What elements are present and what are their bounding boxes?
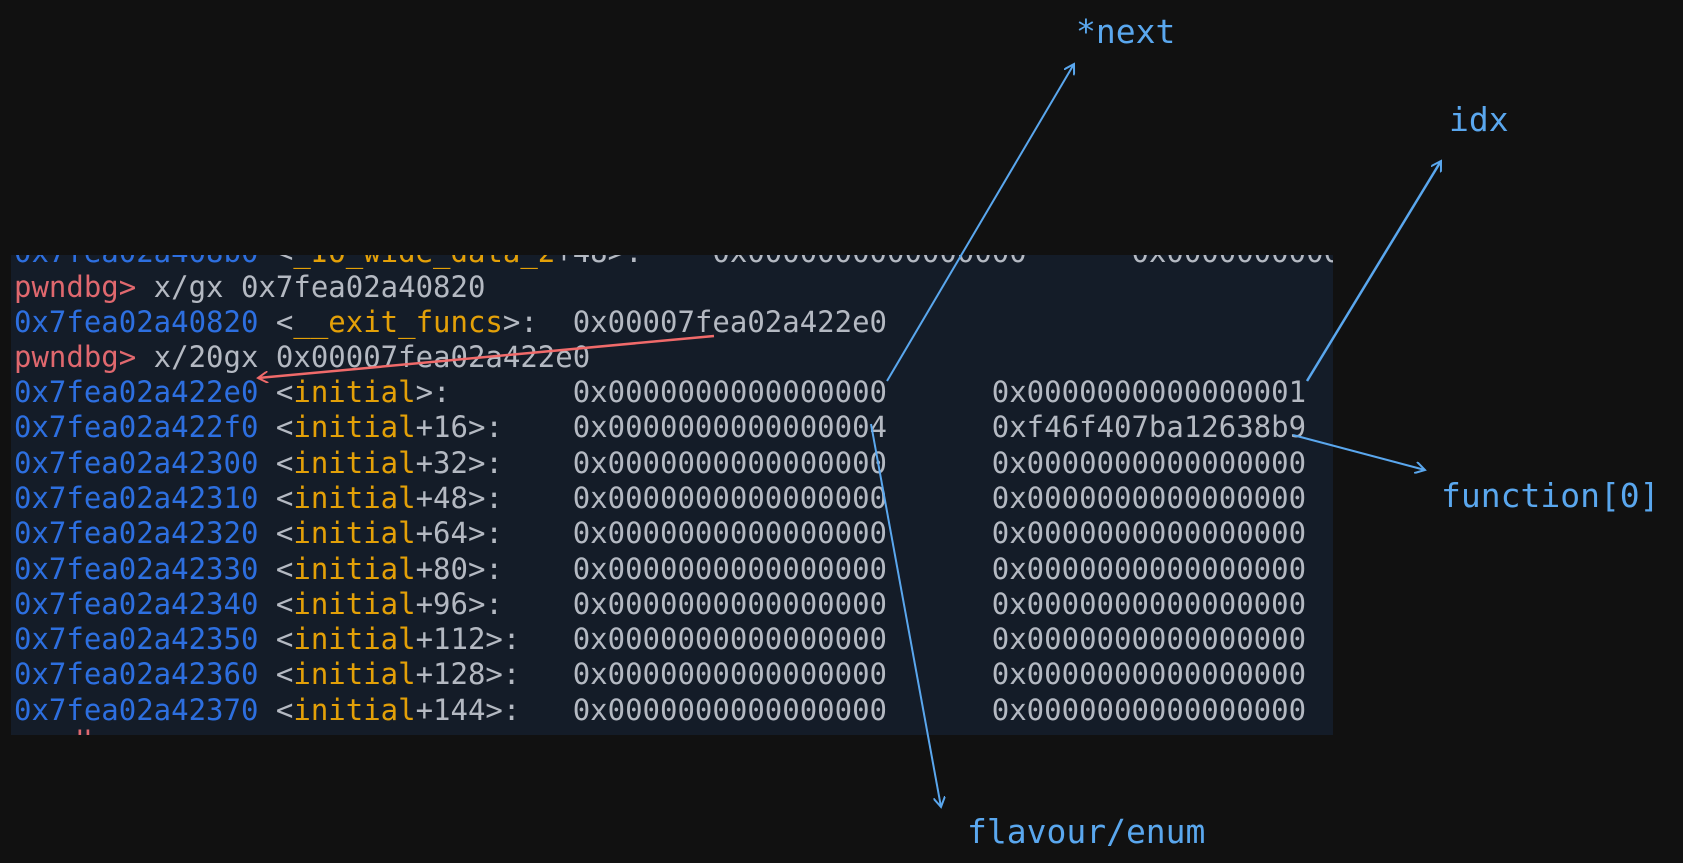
command: x/20gx 0x00007fea02a422e0 — [136, 340, 591, 374]
annotation-function: function[0] — [1441, 476, 1660, 515]
command-line: pwndbg> x/20gx 0x00007fea02a422e0 — [14, 340, 590, 375]
value: 0x0000000000000000 — [991, 586, 1307, 621]
value: 0x0000000000000000 — [991, 657, 1307, 692]
address: 0x7fea02a42330 — [14, 551, 259, 586]
memory-row: 0x7fea02a422e0 <initial>: 0x000000000000… — [14, 375, 1307, 409]
value: 0x0000000000000000 — [991, 551, 1307, 586]
address: 0x7fea02a422e0 — [14, 375, 259, 409]
offset: +48>: — [415, 480, 573, 515]
address: 0x7fea02a42350 — [14, 622, 259, 657]
offset: +128>: — [415, 657, 573, 692]
value: 0x0000000000000000 — [572, 480, 887, 515]
memory-row: 0x7fea02a422f0 <initial+16>: 0x000000000… — [14, 410, 1307, 445]
symbol: initial — [293, 445, 416, 480]
symbol-rest: +48>: — [555, 255, 642, 269]
terminal-line: 0x7fea02a40820 <__exit_funcs>: 0x00007fe… — [14, 305, 887, 339]
symbol-open: < — [258, 255, 293, 269]
command: x/gx 0x7fea02a40820 — [136, 270, 486, 304]
value: 0x0000000000000000 — [991, 516, 1307, 551]
prompt: pwndbg> — [14, 270, 137, 304]
prompt: pwndbg> — [14, 340, 137, 374]
address: 0x7fea02a40820 — [14, 305, 259, 339]
value: 0x0000000000000000 — [572, 375, 887, 409]
value: 0x0000000000000000 — [991, 480, 1307, 515]
value: 0x0000000000000000 — [712, 255, 1026, 269]
symbol: initial — [293, 692, 416, 727]
value: 0x0000000000000000 — [572, 516, 887, 551]
symbol: initial — [293, 657, 416, 692]
annotation-flavour: flavour/enum — [967, 812, 1206, 851]
symbol: __exit_funcs — [293, 305, 503, 339]
arrow-function — [1292, 434, 1425, 470]
command-line: pwndbg> x/gx 0x7fea02a40820 — [14, 270, 485, 305]
address: 0x7fea02a42320 — [14, 516, 259, 551]
offset: +96>: — [415, 586, 573, 621]
memory-row: 0x7fea02a42360 <initial+128>: 0x00000000… — [14, 657, 1307, 692]
offset: +32>: — [415, 445, 573, 480]
arrow-red-pointer — [258, 334, 715, 378]
terminal-line-partial: 0x7fea02a408b0 <_IO_wide_data_2+48>: 0x0… — [14, 255, 1333, 270]
memory-row: 0x7fea02a42340 <initial+96>: 0x000000000… — [14, 586, 1307, 621]
value: 0x0000000000000000 — [991, 445, 1307, 480]
symbol: _IO_wide_data_2 — [293, 255, 555, 269]
value: 0x0000000000000000 — [572, 657, 887, 692]
arrow-flavour — [870, 423, 941, 807]
value: 0x0000000000000001 — [991, 375, 1307, 409]
annotation-next: *next — [1076, 12, 1176, 51]
value: 0x00007fea02a422e0 — [572, 305, 887, 339]
value: 0x0000000000000000 — [572, 586, 887, 621]
offset: >: — [415, 375, 573, 409]
annotation-idx: idx — [1449, 100, 1509, 139]
address: 0x7fea02a422f0 — [14, 410, 259, 445]
arrow-idx — [1305, 161, 1443, 382]
offset: +144>: — [415, 692, 573, 727]
value: 0xf46f407ba12638b9 — [991, 410, 1307, 445]
value: 0x0000000000000000 — [991, 622, 1307, 657]
symbol: initial — [293, 586, 416, 621]
value: 0x0000000000000000 — [1131, 255, 1333, 269]
value: 0x0000000000000000 — [572, 551, 887, 586]
offset: +112>: — [415, 622, 573, 657]
value: 0x0000000000000004 — [572, 410, 887, 445]
address: 0x7fea02a42300 — [14, 445, 259, 480]
memory-row: 0x7fea02a42350 <initial+112>: 0x00000000… — [14, 622, 1307, 657]
symbol: initial — [293, 480, 416, 515]
address: 0x7fea02a408b0 — [14, 255, 258, 269]
value: 0x0000000000000000 — [991, 692, 1307, 727]
value: 0x0000000000000000 — [572, 622, 887, 657]
arrow-next — [886, 64, 1074, 382]
offset: +64>: — [415, 516, 573, 551]
symbol: initial — [293, 516, 416, 551]
address: 0x7fea02a42310 — [14, 480, 259, 515]
symbol: initial — [293, 622, 416, 657]
offset: +16>: — [415, 410, 573, 445]
symbol: initial — [293, 551, 416, 586]
value: 0x0000000000000000 — [572, 445, 887, 480]
memory-row: 0x7fea02a42320 <initial+64>: 0x000000000… — [14, 516, 1307, 551]
terminal-line-partial: pwndbg> — [14, 725, 136, 735]
address: 0x7fea02a42340 — [14, 586, 259, 621]
address: 0x7fea02a42360 — [14, 657, 259, 692]
value: 0x0000000000000000 — [572, 692, 887, 727]
memory-row: 0x7fea02a42300 <initial+32>: 0x000000000… — [14, 445, 1307, 480]
symbol: initial — [293, 375, 416, 409]
memory-row: 0x7fea02a42310 <initial+48>: 0x000000000… — [14, 480, 1307, 515]
offset: +80>: — [415, 551, 573, 586]
symbol: initial — [293, 410, 416, 445]
memory-row: 0x7fea02a42370 <initial+144>: 0x00000000… — [14, 692, 1307, 727]
memory-row: 0x7fea02a42330 <initial+80>: 0x000000000… — [14, 551, 1307, 586]
terminal-window: 0x7fea02a408b0 <_IO_wide_data_2+48>: 0x0… — [11, 255, 1333, 735]
address: 0x7fea02a42370 — [14, 692, 259, 727]
